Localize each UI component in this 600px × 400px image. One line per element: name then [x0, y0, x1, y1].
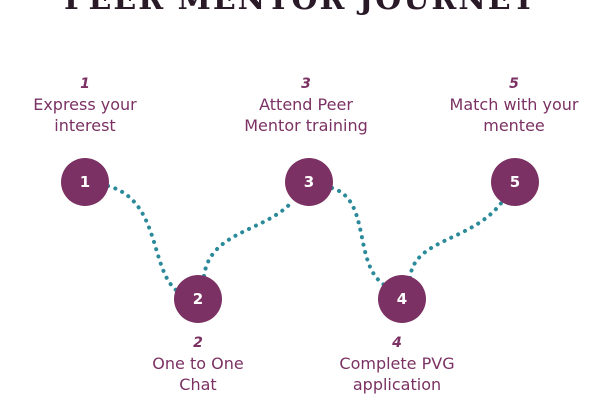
connector-3-4	[330, 186, 388, 288]
connector-2-3	[202, 202, 292, 278]
step-3-node: 3	[285, 158, 333, 206]
step-5-label: 5 Match with your mentee	[424, 76, 600, 136]
step-2-text-line1: One to One	[152, 354, 244, 373]
page-title: PEER MENTOR JOURNEY	[0, 0, 600, 17]
step-5-text-line1: Match with your	[449, 95, 579, 114]
step-1-label: 1 Express your interest	[0, 76, 175, 136]
step-1-number: 1	[80, 76, 90, 92]
step-4-text-line1: Complete PVG	[339, 354, 455, 373]
step-3-text-line1: Attend Peer	[259, 95, 353, 114]
connector-1-2	[106, 184, 178, 292]
step-1-node: 1	[61, 158, 109, 206]
step-1-text-line2: interest	[54, 116, 116, 135]
step-3-text-line2: Mentor training	[244, 116, 368, 135]
step-2-node: 2	[174, 275, 222, 323]
step-4-label: 4 Complete PVG application	[307, 335, 487, 395]
step-5-node: 5	[491, 158, 539, 206]
connector-4-5	[408, 200, 504, 280]
step-5-number: 5	[509, 76, 519, 92]
step-1-text-line1: Express your	[33, 95, 137, 114]
step-3-label: 3 Attend Peer Mentor training	[216, 76, 396, 136]
step-3-number: 3	[301, 76, 311, 92]
step-5-text-line2: mentee	[483, 116, 545, 135]
step-2-text-line2: Chat	[179, 375, 217, 394]
step-4-number: 4	[392, 335, 402, 351]
step-4-text-line2: application	[352, 375, 442, 394]
step-2-number: 2	[193, 335, 203, 351]
step-4-node: 4	[378, 275, 426, 323]
step-2-label: 2 One to One Chat	[108, 335, 288, 395]
